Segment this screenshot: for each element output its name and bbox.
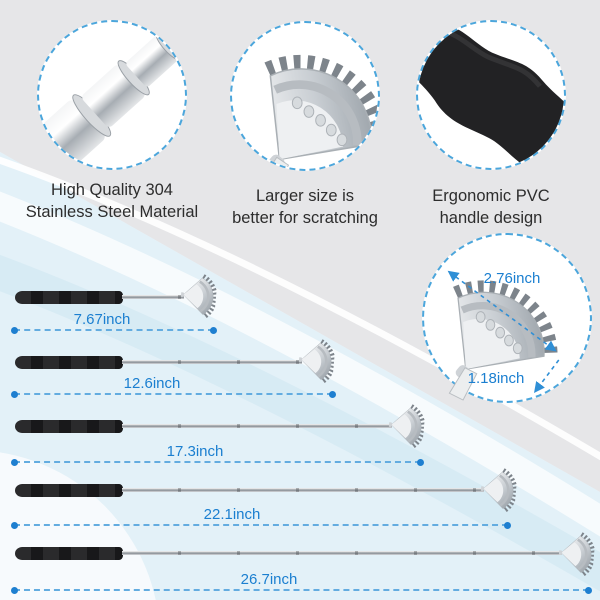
handle xyxy=(15,291,123,304)
measure-dot xyxy=(11,458,18,466)
feature-circle-handle xyxy=(416,20,566,170)
measure-label: 12.6inch xyxy=(123,375,181,392)
handle xyxy=(15,484,123,497)
pvc-handle-icon xyxy=(418,22,564,168)
feature-caption-steel: High Quality 304 Stainless Steel Materia… xyxy=(0,180,224,224)
steel-tube-icon xyxy=(39,22,185,168)
scratcher-head-icon xyxy=(297,337,336,386)
dimension-line-width xyxy=(447,270,557,352)
dimension-line-neck xyxy=(534,359,560,393)
measure-label: 22.1inch xyxy=(203,506,261,523)
scratcher-head-icon xyxy=(479,466,518,515)
measure-label: 26.7inch xyxy=(240,571,298,588)
measure-dot xyxy=(11,390,18,398)
feature-circle-steel xyxy=(37,20,187,170)
shaft xyxy=(122,551,562,555)
measure-dot xyxy=(11,521,18,529)
measure-dot xyxy=(504,521,511,529)
measure-line xyxy=(11,458,424,466)
feature-caption-line2: handle design xyxy=(439,208,543,227)
shaft xyxy=(122,488,484,492)
scratcher-head-icon xyxy=(387,402,426,451)
measure-line xyxy=(11,521,511,529)
shaft xyxy=(122,424,392,428)
handle xyxy=(15,547,123,560)
measure-dot xyxy=(329,390,336,398)
feature-caption-line1: Larger size is xyxy=(255,187,355,205)
measure-label: 7.67inch xyxy=(73,311,131,328)
feature-caption-handle: Ergonomic PVC handle design xyxy=(381,186,600,230)
handle xyxy=(15,356,123,369)
dimension-label-width: 2.76inch xyxy=(483,270,541,287)
scratcher-head-icon xyxy=(232,23,378,169)
measure-label: 17.3inch xyxy=(166,443,224,460)
handle xyxy=(15,420,123,433)
measure-dot xyxy=(210,326,217,334)
measure-line xyxy=(11,390,336,398)
measure-dot xyxy=(585,586,592,594)
detail-circle xyxy=(422,233,592,403)
feature-caption-line2: Stainless Steel Material xyxy=(25,202,199,221)
dimension-label-neck: 1.18inch xyxy=(467,370,525,387)
feature-caption-size: Larger size is better for scratching xyxy=(195,186,415,230)
feature-caption-line1: Ergonomic PVC xyxy=(432,187,550,205)
feature-caption-line2: better for scratching xyxy=(232,208,378,227)
measure-line xyxy=(11,326,217,334)
scratcher-head-icon xyxy=(557,530,596,579)
measure-line xyxy=(11,586,592,594)
scratcher-head-dimension-diagram xyxy=(424,235,590,401)
measure-dot xyxy=(11,326,18,334)
shaft xyxy=(122,295,184,299)
measure-dot xyxy=(11,586,18,594)
feature-caption-line1: High Quality 304 xyxy=(51,181,173,199)
shaft xyxy=(122,360,302,364)
feature-circle-head xyxy=(230,21,380,171)
measure-dot xyxy=(417,458,424,466)
scratcher-head-icon xyxy=(179,272,218,321)
